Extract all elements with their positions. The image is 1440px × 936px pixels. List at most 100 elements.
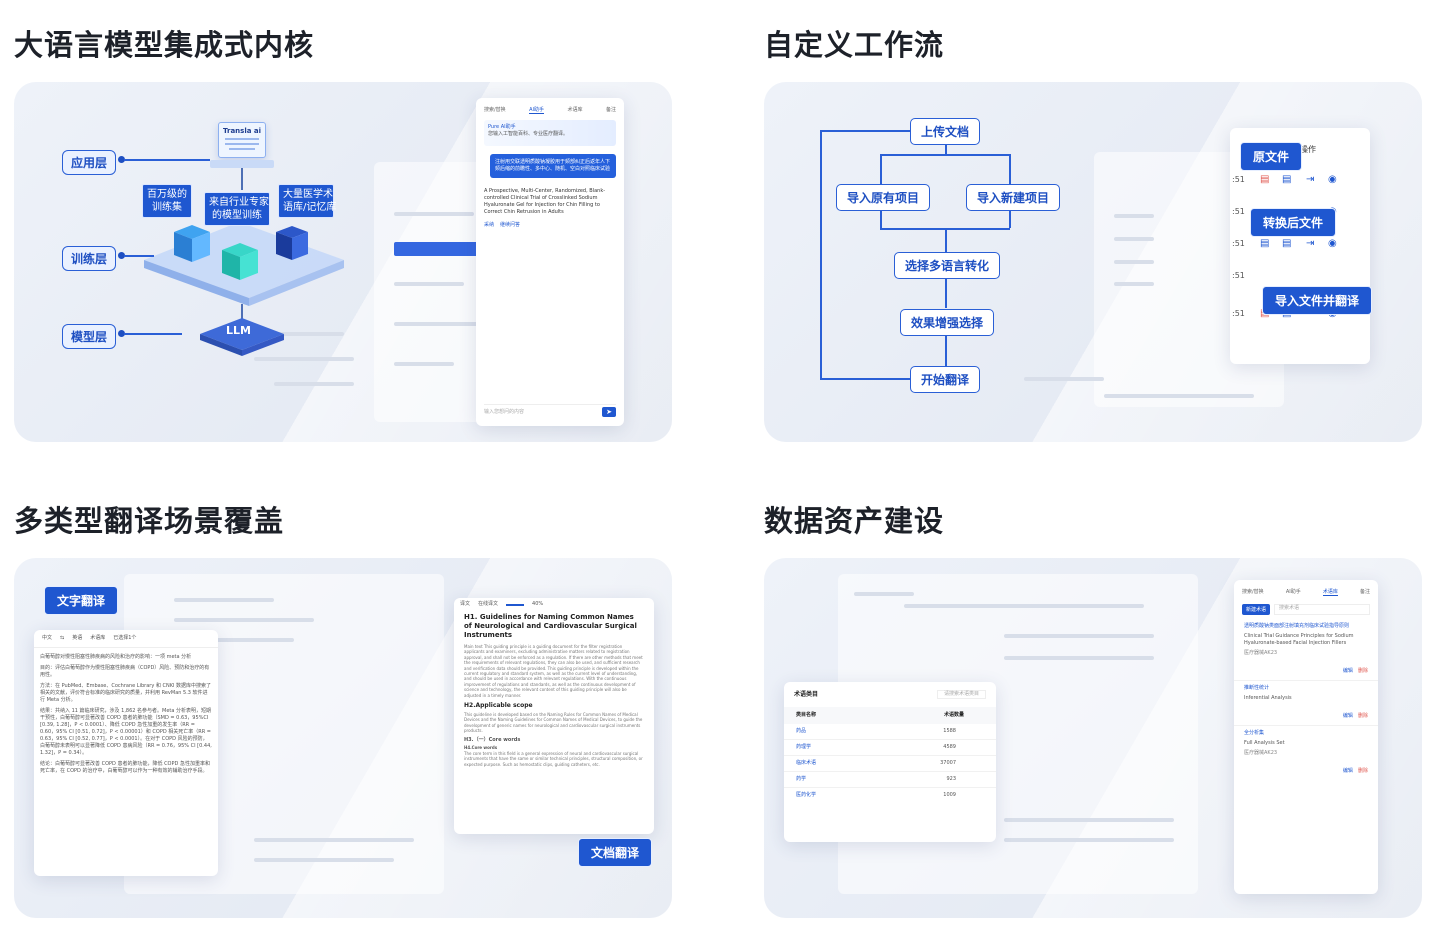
- file-row: :51▤▤⇥◉: [1232, 238, 1337, 249]
- assistant-reply: A Prospective, Multi-Center, Randomized,…: [484, 188, 606, 215]
- layer-dot: [118, 330, 125, 337]
- swap-language-icon[interactable]: ⇆: [60, 635, 65, 641]
- term-entry-zh: 透明质酸钠类面部注射填充剂临床试验指导原则: [1244, 623, 1350, 629]
- text-paragraph: 目的：评估白葡萄醇作为慢性阻塞性肺疾病（COPD）风险、预防和治疗的有用性。: [40, 665, 210, 678]
- tab-ai-assistant[interactable]: AI助手: [1285, 589, 1301, 595]
- file-row: :51: [1232, 271, 1245, 280]
- new-term-button[interactable]: 新建术语: [1242, 604, 1271, 615]
- delete-link[interactable]: 删除: [1357, 713, 1368, 719]
- layer-dot: [118, 156, 125, 163]
- term-search-input[interactable]: 请搜索术语类目: [936, 690, 986, 699]
- section-title-multi-scenario: 多类型翻译场景覆盖: [14, 504, 285, 538]
- termbase-select[interactable]: 术语库: [90, 635, 106, 641]
- import-icon[interactable]: ⇥: [1306, 174, 1315, 185]
- category-name[interactable]: 药学: [796, 776, 807, 782]
- send-icon[interactable]: ➤: [602, 407, 616, 417]
- term-entry-en: Full Analysis Set: [1244, 740, 1285, 746]
- adopt-button[interactable]: 采纳: [484, 222, 495, 228]
- edit-link[interactable]: 编辑: [1342, 668, 1353, 674]
- doc-paragraph: This guideline is developed based on the…: [464, 712, 643, 734]
- termbase-side-panel: 搜索/替换 AI助手 术语库 备注 新建术语 搜索术语 透明质酸钠类面部注射填充…: [1234, 580, 1378, 894]
- category-name[interactable]: 药品: [796, 728, 807, 734]
- assistant-tabs: 搜索/替换 AI助手 术语库 备注: [476, 98, 624, 118]
- transla-ai-label: Transla ai: [222, 127, 261, 135]
- tag-original-file: 原文件: [1240, 142, 1303, 171]
- continue-ask-button[interactable]: 继续问答: [500, 222, 521, 228]
- user-message-bubble: 注射用交联透明质酸钠凝胶用于颏部纠正后返年人下颏后缩的前瞻性、多中心、随机、空白…: [490, 154, 616, 178]
- delete-link[interactable]: 删除: [1357, 768, 1368, 774]
- term-count: 1588: [943, 728, 956, 734]
- reply-actions: 采纳 继续问答: [484, 222, 616, 229]
- term-table-header: 术语类目 请搜索术语类目: [784, 682, 996, 707]
- online-translation-tab[interactable]: 在线译文: [478, 601, 499, 607]
- tab-search-replace[interactable]: 搜索/替换: [1242, 589, 1264, 595]
- translation-tab[interactable]: 译文: [460, 601, 471, 607]
- term-table-columns: 类目名称 术语数量: [784, 707, 996, 724]
- progress-bar: [506, 604, 525, 606]
- tag-text-translation: 文字翻译: [44, 586, 119, 615]
- edit-link[interactable]: 编辑: [1342, 768, 1353, 774]
- pdf-icon[interactable]: ▤: [1260, 174, 1270, 185]
- doc-paragraph: Main text This guiding principle is a gu…: [464, 644, 643, 698]
- doc-icon[interactable]: ▤: [1282, 238, 1292, 249]
- term-table-row[interactable]: 药理学 4589: [784, 740, 996, 756]
- tab-termbase[interactable]: 术语库: [567, 107, 583, 113]
- doc-icon[interactable]: ▤: [1260, 238, 1270, 249]
- doc-heading-1: H1. Guidelines for Naming Common Names o…: [464, 613, 637, 639]
- text-translation-card: 中文 ⇆ 英语 术语库 已选择1个 白葡萄醇对慢性阻塞性肺疾病的风险和治疗的影响…: [34, 630, 218, 876]
- text-paragraph: 结果：共纳入 11 篇临床研究，涉及 1,862 名参与者。Meta 分析表明，…: [40, 708, 212, 756]
- category-name[interactable]: 药理学: [796, 744, 812, 750]
- llm-label: LLM: [226, 324, 251, 337]
- card-million-dataset: 百万级的 训练集: [142, 184, 192, 218]
- assistant-greeting: 您输入工智能百科、专业医疗翻译。: [488, 131, 569, 137]
- doc-icon[interactable]: ▤: [1282, 174, 1292, 185]
- tab-notes[interactable]: 备注: [1359, 589, 1370, 595]
- category-name[interactable]: 临床术语: [796, 760, 817, 766]
- file-row: :51▤▤⇥◉: [1232, 174, 1337, 185]
- tab-termbase[interactable]: 术语库: [1322, 589, 1338, 596]
- doc-heading-3: H3.（一）Core words: [464, 736, 521, 743]
- layer-connector: [124, 159, 210, 161]
- source-language-select[interactable]: 中文: [42, 635, 53, 641]
- llm-chip-graphic: [200, 318, 284, 356]
- panel-custom-workflow: 上传文档 导入原有项目 导入新建项目 选择多语言转化 效果增强选择 开始翻译 操…: [764, 82, 1422, 442]
- panel-llm-core: 应用层 训练层 模型层 Transla ai 百万级的 训练集 来自行业专家 的…: [14, 82, 672, 442]
- tab-notes[interactable]: 备注: [605, 107, 616, 113]
- preview-eye-icon[interactable]: ◉: [1328, 238, 1337, 249]
- step-import-existing-project: 导入原有项目: [836, 184, 931, 211]
- transla-connector: [241, 168, 243, 190]
- delete-link[interactable]: 删除: [1357, 668, 1368, 674]
- edit-link[interactable]: 编辑: [1342, 713, 1353, 719]
- tab-search-replace[interactable]: 搜索/替换: [484, 107, 506, 113]
- card-expert-training: 来自行业专家 的模型训练: [204, 192, 270, 226]
- preview-eye-icon[interactable]: ◉: [1328, 174, 1337, 185]
- text-translation-toolbar: 中文 ⇆ 英语 术语库 已选择1个: [34, 630, 218, 648]
- chat-input-placeholder: 输入您想问的内容: [484, 409, 525, 415]
- term-search-input[interactable]: 搜索术语: [1274, 604, 1370, 615]
- term-entry-zh: 全分析集: [1244, 730, 1265, 736]
- text-paragraph: 方法：在 PubMed、Embase、Cochrane Library 和 CN…: [40, 683, 212, 703]
- import-icon[interactable]: ⇥: [1306, 238, 1315, 249]
- term-table-row[interactable]: 医药化学 1009: [784, 788, 996, 803]
- term-table-title: 术语类目: [794, 691, 819, 698]
- step-upload-document: 上传文档: [910, 118, 981, 145]
- llm-connector: [241, 304, 243, 324]
- term-entry-source: 医疗器械AK23: [1244, 750, 1278, 756]
- tab-ai-assistant[interactable]: AI助手: [529, 107, 545, 114]
- section-title-custom-workflow: 自定义工作流: [764, 28, 945, 62]
- doc-heading-4: H4.Core words: [464, 744, 498, 750]
- term-entry: 透明质酸钠类面部注射填充剂临床试验指导原则 Clinical Trial Gui…: [1234, 619, 1378, 681]
- category-name[interactable]: 医药化学: [796, 792, 817, 798]
- document-toolbar: 译文 在线译文 40%: [454, 598, 654, 611]
- transla-ai-box: Transla ai: [218, 122, 266, 158]
- chat-input[interactable]: 输入您想问的内容 ➤: [484, 404, 616, 418]
- term-table-row[interactable]: 临床术语 37007: [784, 756, 996, 772]
- file-rows: :51▤▤⇥◉ :51◉ :51▤▤⇥◉ :51 :51▤▤⇥◉: [1230, 174, 1370, 340]
- term-entry-en: Clinical Trial Guidance Principles for S…: [1244, 633, 1354, 646]
- term-table-row[interactable]: 药学 923: [784, 772, 996, 788]
- transla-base: [210, 160, 274, 168]
- target-language-select[interactable]: 英语: [72, 635, 83, 641]
- term-entry: 推断性统计 Inferential Analysis 编辑 删除: [1234, 681, 1378, 726]
- layer-connector: [124, 333, 182, 335]
- term-table-row[interactable]: 药品 1588: [784, 724, 996, 740]
